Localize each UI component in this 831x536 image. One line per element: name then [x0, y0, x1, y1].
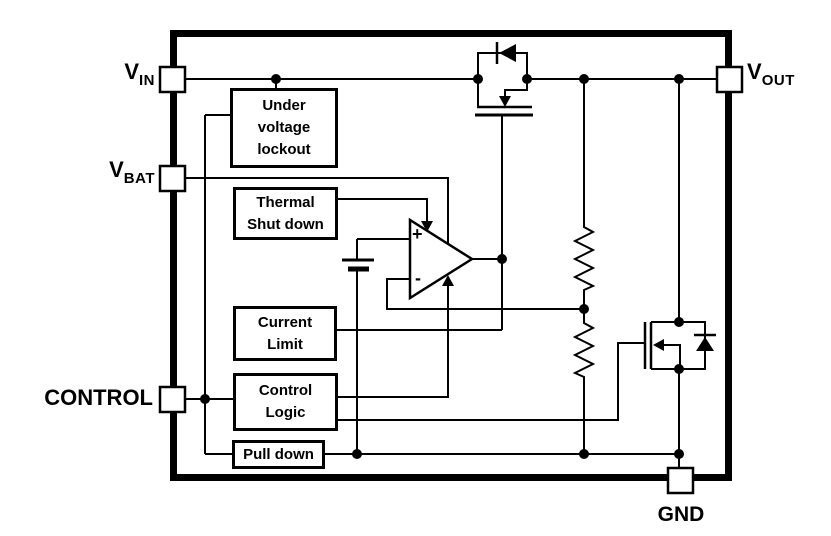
- block-current-limit: Current Limit: [233, 306, 337, 361]
- pin-vin: [158, 65, 187, 94]
- junction-dot: [497, 254, 507, 264]
- fet2-source-link: [662, 344, 681, 369]
- pin-subscript: IN: [139, 72, 155, 89]
- pin-label-control: CONTROL: [18, 386, 153, 410]
- reverse-blocking-fet: [643, 321, 716, 370]
- pin-gnd: [666, 466, 695, 495]
- junction-dot: [522, 74, 532, 84]
- block-text-line: Logic: [265, 404, 306, 421]
- junction-dot: [352, 449, 362, 459]
- block-thermal-shutdown: Thermal Shut down: [233, 187, 338, 240]
- opamp-minus-sign: -: [415, 268, 421, 288]
- wire-vbat-to-amp: [186, 177, 449, 243]
- fet2-arrow: [653, 339, 664, 351]
- pass-fet-body-diode: [499, 44, 516, 62]
- pass-fet-right-leg: [504, 79, 528, 97]
- opamp-plus-sign: +: [412, 224, 423, 244]
- block-text-line: Under: [262, 97, 306, 114]
- block-text-line: Current: [257, 313, 313, 331]
- pin-label-vin: VIN: [60, 59, 155, 90]
- pin-label-gnd: GND: [650, 503, 712, 527]
- control-logic-arrowhead: [442, 275, 454, 286]
- pin-subscript: BAT: [123, 170, 155, 187]
- block-text-line: voltage: [257, 119, 311, 136]
- junction-dot: [473, 74, 483, 84]
- pin-name: GND: [657, 503, 705, 526]
- thermal-arrowhead: [421, 221, 433, 232]
- pin-label-vbat: VBAT: [50, 157, 155, 188]
- pin-pads: [158, 65, 744, 495]
- ic-boundary: [170, 30, 732, 481]
- pin-control: [158, 385, 187, 414]
- fet2-body-diode: [696, 337, 714, 351]
- block-text-line: Shut down: [247, 215, 324, 233]
- junction-dot: [674, 364, 684, 374]
- block-pull-down: Pull down: [232, 440, 325, 469]
- pin-name: V: [109, 157, 124, 182]
- block-text-line: Thermal: [256, 193, 315, 211]
- block-text-line: Limit: [267, 335, 303, 353]
- pass-fet-diode-loop: [477, 52, 528, 79]
- pin-vbat: [158, 164, 187, 193]
- junction-dot: [674, 74, 684, 84]
- junction-dot: [579, 74, 589, 84]
- wire-thermal-to-amp: [338, 198, 428, 223]
- feedback-resistor-divider: [572, 79, 596, 454]
- block-text-line: Pull down: [243, 446, 314, 463]
- junction-dot: [271, 74, 281, 84]
- block-text-line: lockout: [257, 141, 311, 158]
- junction-dot: [200, 394, 210, 404]
- block-text-line: Control: [258, 382, 313, 399]
- pin-label-vout: VOUT: [747, 59, 795, 90]
- junction-dot: [579, 449, 589, 459]
- pin-name: V: [124, 59, 139, 84]
- junction-dot: [579, 304, 589, 314]
- junction-dot: [674, 317, 684, 327]
- pin-vout: [715, 65, 744, 94]
- wire-control-logic-out1: [337, 283, 449, 398]
- pass-fet-arrow: [499, 96, 511, 107]
- block-under-voltage-lockout: Under voltage lockout: [230, 88, 338, 168]
- error-amplifier: [408, 217, 475, 301]
- pin-subscript: OUT: [761, 72, 795, 89]
- junction-dot: [674, 449, 684, 459]
- junction-dots: [200, 74, 684, 459]
- wire-feedback: [386, 278, 584, 310]
- block-control-logic: Control Logic: [233, 373, 338, 431]
- pin-name: CONTROL: [44, 385, 153, 410]
- voltage-reference: [342, 258, 374, 272]
- wire-control-logic-out2: [337, 342, 645, 421]
- pin-name: V: [747, 59, 762, 84]
